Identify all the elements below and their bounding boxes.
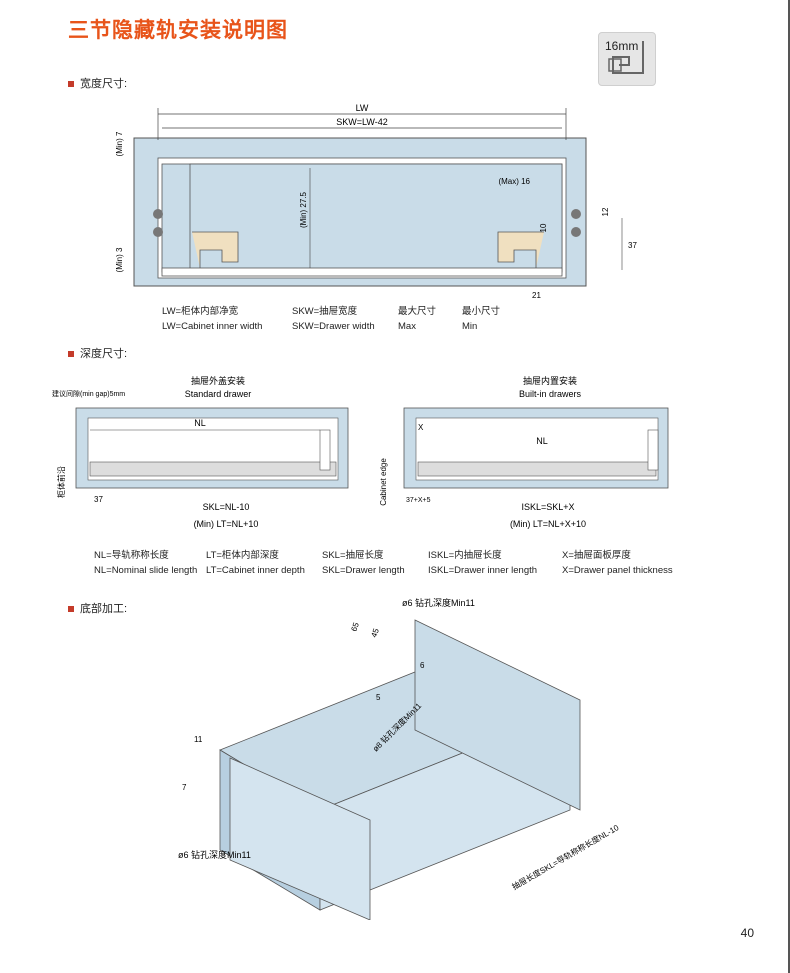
page-number: 40 [740,926,754,940]
d7-label: 7 [182,783,187,792]
min3-label: (Min) 3 [115,247,124,272]
bi-cn: 抽屉内置安装 [523,375,577,386]
d37-depth: 37 [94,495,103,504]
screw-icon [153,209,581,237]
lt1-label: (Min) LT=NL+10 [194,519,259,529]
gap-label: 建议间隙(min gap)5mm [52,389,125,398]
section-depth: 深度尺寸: [68,345,127,361]
bottom-diagram: ø6 钻孔深度Min11 65 45 6 5 ø8 钻孔深度Min11 11 7… [178,597,621,920]
depth-diagram-builtin: 抽屉内置安装 Built-in drawers X NL 37+X+5 ISKL… [379,375,669,529]
d37-label: 37 [628,241,637,250]
max16-label: (Max) 16 [498,177,530,186]
profile-icon [608,41,644,74]
depth-diagram-standard: 抽屉外盖安装 Standard drawer 建议间隙(min gap)5mm … [52,375,349,529]
skw-label: SKW=LW-42 [336,117,387,127]
std-en: Standard drawer [185,389,252,399]
d12-label: 12 [601,207,610,216]
min275-label: (Min) 27.5 [299,191,308,228]
x-label: X [418,423,424,432]
min7-label: (Min) 7 [115,131,124,156]
thickness-badge: 16mm [598,32,656,86]
page-border [788,0,790,973]
bi-en: Built-in drawers [519,389,582,399]
iskl-label: ISKL=SKL+X [521,502,574,512]
d5-label: 5 [376,693,381,702]
drill-top-label: ø6 钻孔深度Min11 [402,597,475,608]
section-bottom: 底部加工: [68,600,127,616]
nl2-label: NL [536,436,548,446]
page-title: 三节隐藏轨安装说明图 [68,19,288,42]
width-diagram: LW SKW=LW-42 (Min) 7 (Min) 3 (Min) 27.5 … [115,103,637,300]
length-label: 抽屉长度SKL=导轨称称长度NL-10 [510,822,621,892]
d21-label: 21 [532,291,541,300]
d6-label: 6 [420,661,425,670]
d10-label: 10 [539,223,548,232]
section-width-label: 宽度尺寸: [80,78,128,90]
d11-label: 11 [194,735,203,744]
section-width: 宽度尺寸: [68,75,127,91]
std-cn: 抽屉外盖安装 [191,375,245,386]
thickness-label: 16mm [605,39,639,53]
edge-en: Cabinet edge [379,458,388,506]
skl-label: SKL=NL-10 [203,502,250,512]
section-depth-label: 深度尺寸: [80,348,128,360]
d45-label: 45 [369,627,381,639]
d65-label: 65 [349,621,361,633]
d37x5-label: 37+X+5 [406,497,431,504]
lt2-label: (Min) LT=NL+X+10 [510,519,586,529]
drill-left-label: ø6 钻孔深度Min11 [178,849,251,860]
nl-label: NL [194,418,206,428]
lw-label: LW [356,103,369,113]
section-bottom-label: 底部加工: [80,603,128,615]
edge-cn: 柜体前沿 [56,466,66,498]
